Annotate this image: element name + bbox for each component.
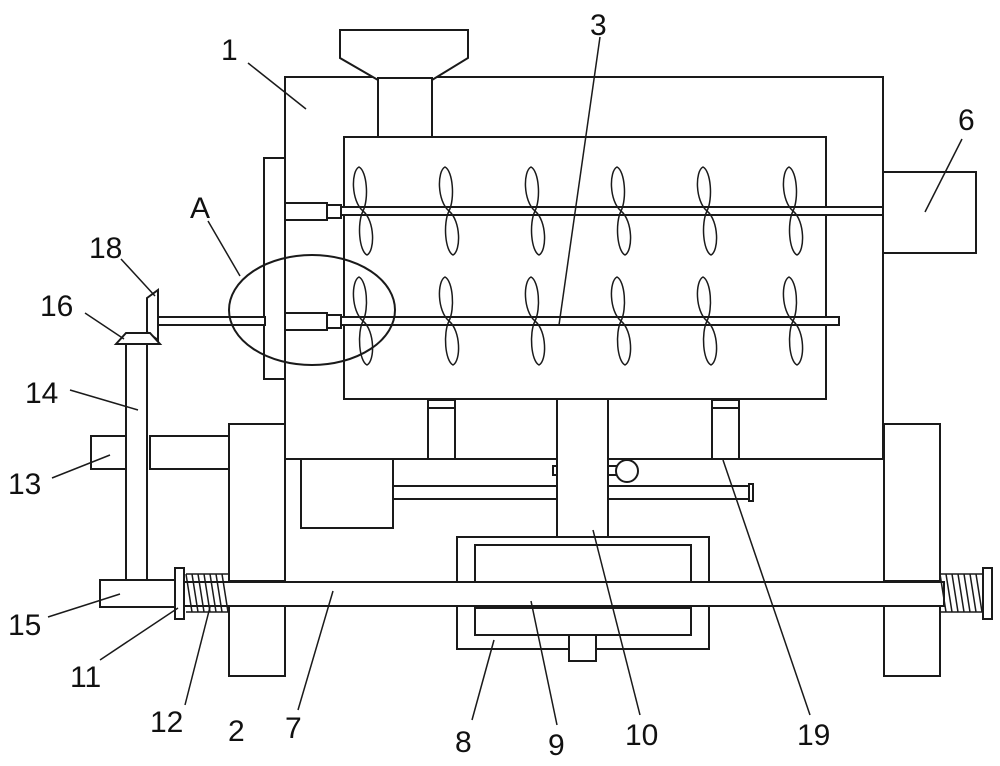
label-3: 3 bbox=[590, 9, 607, 42]
drive-motor bbox=[882, 171, 977, 254]
base-block bbox=[99, 579, 176, 608]
label-8: 8 bbox=[455, 726, 472, 759]
mixing-chamber bbox=[343, 136, 827, 400]
label-6: 6 bbox=[958, 104, 975, 137]
label-14: 14 bbox=[25, 377, 58, 410]
side-bearing bbox=[90, 435, 230, 470]
detail-circle-a bbox=[228, 254, 396, 366]
screw-rod bbox=[181, 581, 945, 607]
upper-stirring-blades bbox=[352, 166, 804, 256]
side-mount-plate bbox=[263, 157, 286, 380]
left-leg bbox=[228, 423, 286, 677]
left-spring bbox=[185, 573, 229, 613]
discharge-pipe bbox=[556, 398, 609, 560]
support-posts bbox=[427, 399, 740, 460]
bevel-gears bbox=[113, 288, 163, 345]
label-13: 13 bbox=[8, 468, 41, 501]
left-end-cap bbox=[174, 567, 185, 620]
label-12: 12 bbox=[150, 706, 183, 739]
label-7: 7 bbox=[285, 712, 302, 745]
label-15: 15 bbox=[8, 609, 41, 642]
label-11: 11 bbox=[70, 661, 101, 694]
right-spring bbox=[939, 573, 983, 613]
label-a: A bbox=[190, 192, 210, 225]
vertical-shaft bbox=[125, 343, 148, 581]
label-2: 2 bbox=[228, 715, 245, 748]
label-19: 19 bbox=[797, 719, 830, 752]
label-18: 18 bbox=[89, 232, 122, 265]
lower-shaft bbox=[154, 312, 840, 331]
label-16: 16 bbox=[40, 290, 73, 323]
label-1: 1 bbox=[221, 34, 238, 67]
right-leg bbox=[883, 423, 941, 677]
leader-lines bbox=[47, 36, 963, 726]
label-10: 10 bbox=[625, 719, 658, 752]
lower-box bbox=[300, 458, 394, 529]
label-9: 9 bbox=[548, 729, 565, 762]
upper-shaft bbox=[284, 202, 884, 221]
right-end-cap bbox=[982, 567, 993, 620]
lower-stirring-blades bbox=[352, 276, 804, 366]
